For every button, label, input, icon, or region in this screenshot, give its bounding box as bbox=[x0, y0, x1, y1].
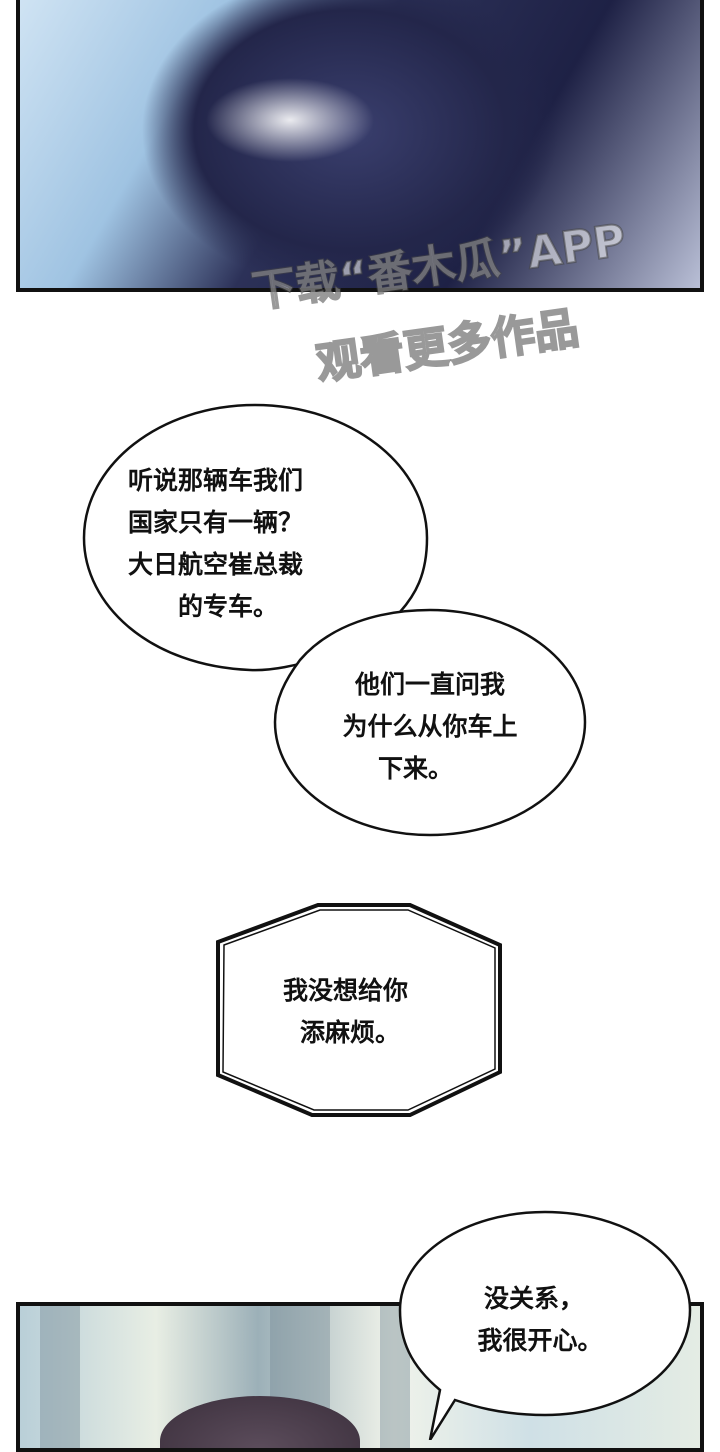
dialogue-line: 我没想给你 bbox=[283, 976, 409, 1005]
top-comic-panel bbox=[16, 0, 704, 292]
dialogue-line: 我很开心。 bbox=[477, 1326, 603, 1355]
dialogue-line: 为什么从你车上 bbox=[342, 712, 518, 741]
narration-box bbox=[216, 903, 502, 1117]
dialogue-line: 没关系， bbox=[483, 1284, 584, 1313]
dialogue-line: 的专车。 bbox=[178, 592, 279, 621]
narration-box-text: 我没想给你 添麻烦。 bbox=[283, 970, 408, 1054]
speech-bubble-2-text: 他们一直问我 为什么从你车上 下来。 bbox=[312, 664, 548, 790]
dialogue-line: 他们一直问我 bbox=[354, 670, 505, 699]
speech-bubble-2 bbox=[273, 608, 587, 837]
building bbox=[40, 1306, 80, 1448]
dialogue-line: 国家只有一辆？ bbox=[128, 508, 304, 537]
speech-bubble-4 bbox=[398, 1210, 692, 1440]
speech-bubble-1-text: 听说那辆车我们 国家只有一辆？ 大日航空崔总裁 的专车。 bbox=[128, 460, 303, 628]
dialogue-line: 听说那辆车我们 bbox=[128, 466, 304, 495]
dialogue-line: 添麻烦。 bbox=[300, 1018, 401, 1047]
speech-bubble-4-text: 没关系， 我很开心。 bbox=[455, 1278, 625, 1362]
speech-bubble-1 bbox=[82, 403, 429, 672]
dialogue-line: 大日航空崔总裁 bbox=[128, 550, 304, 579]
dialogue-line: 下来。 bbox=[378, 754, 454, 783]
